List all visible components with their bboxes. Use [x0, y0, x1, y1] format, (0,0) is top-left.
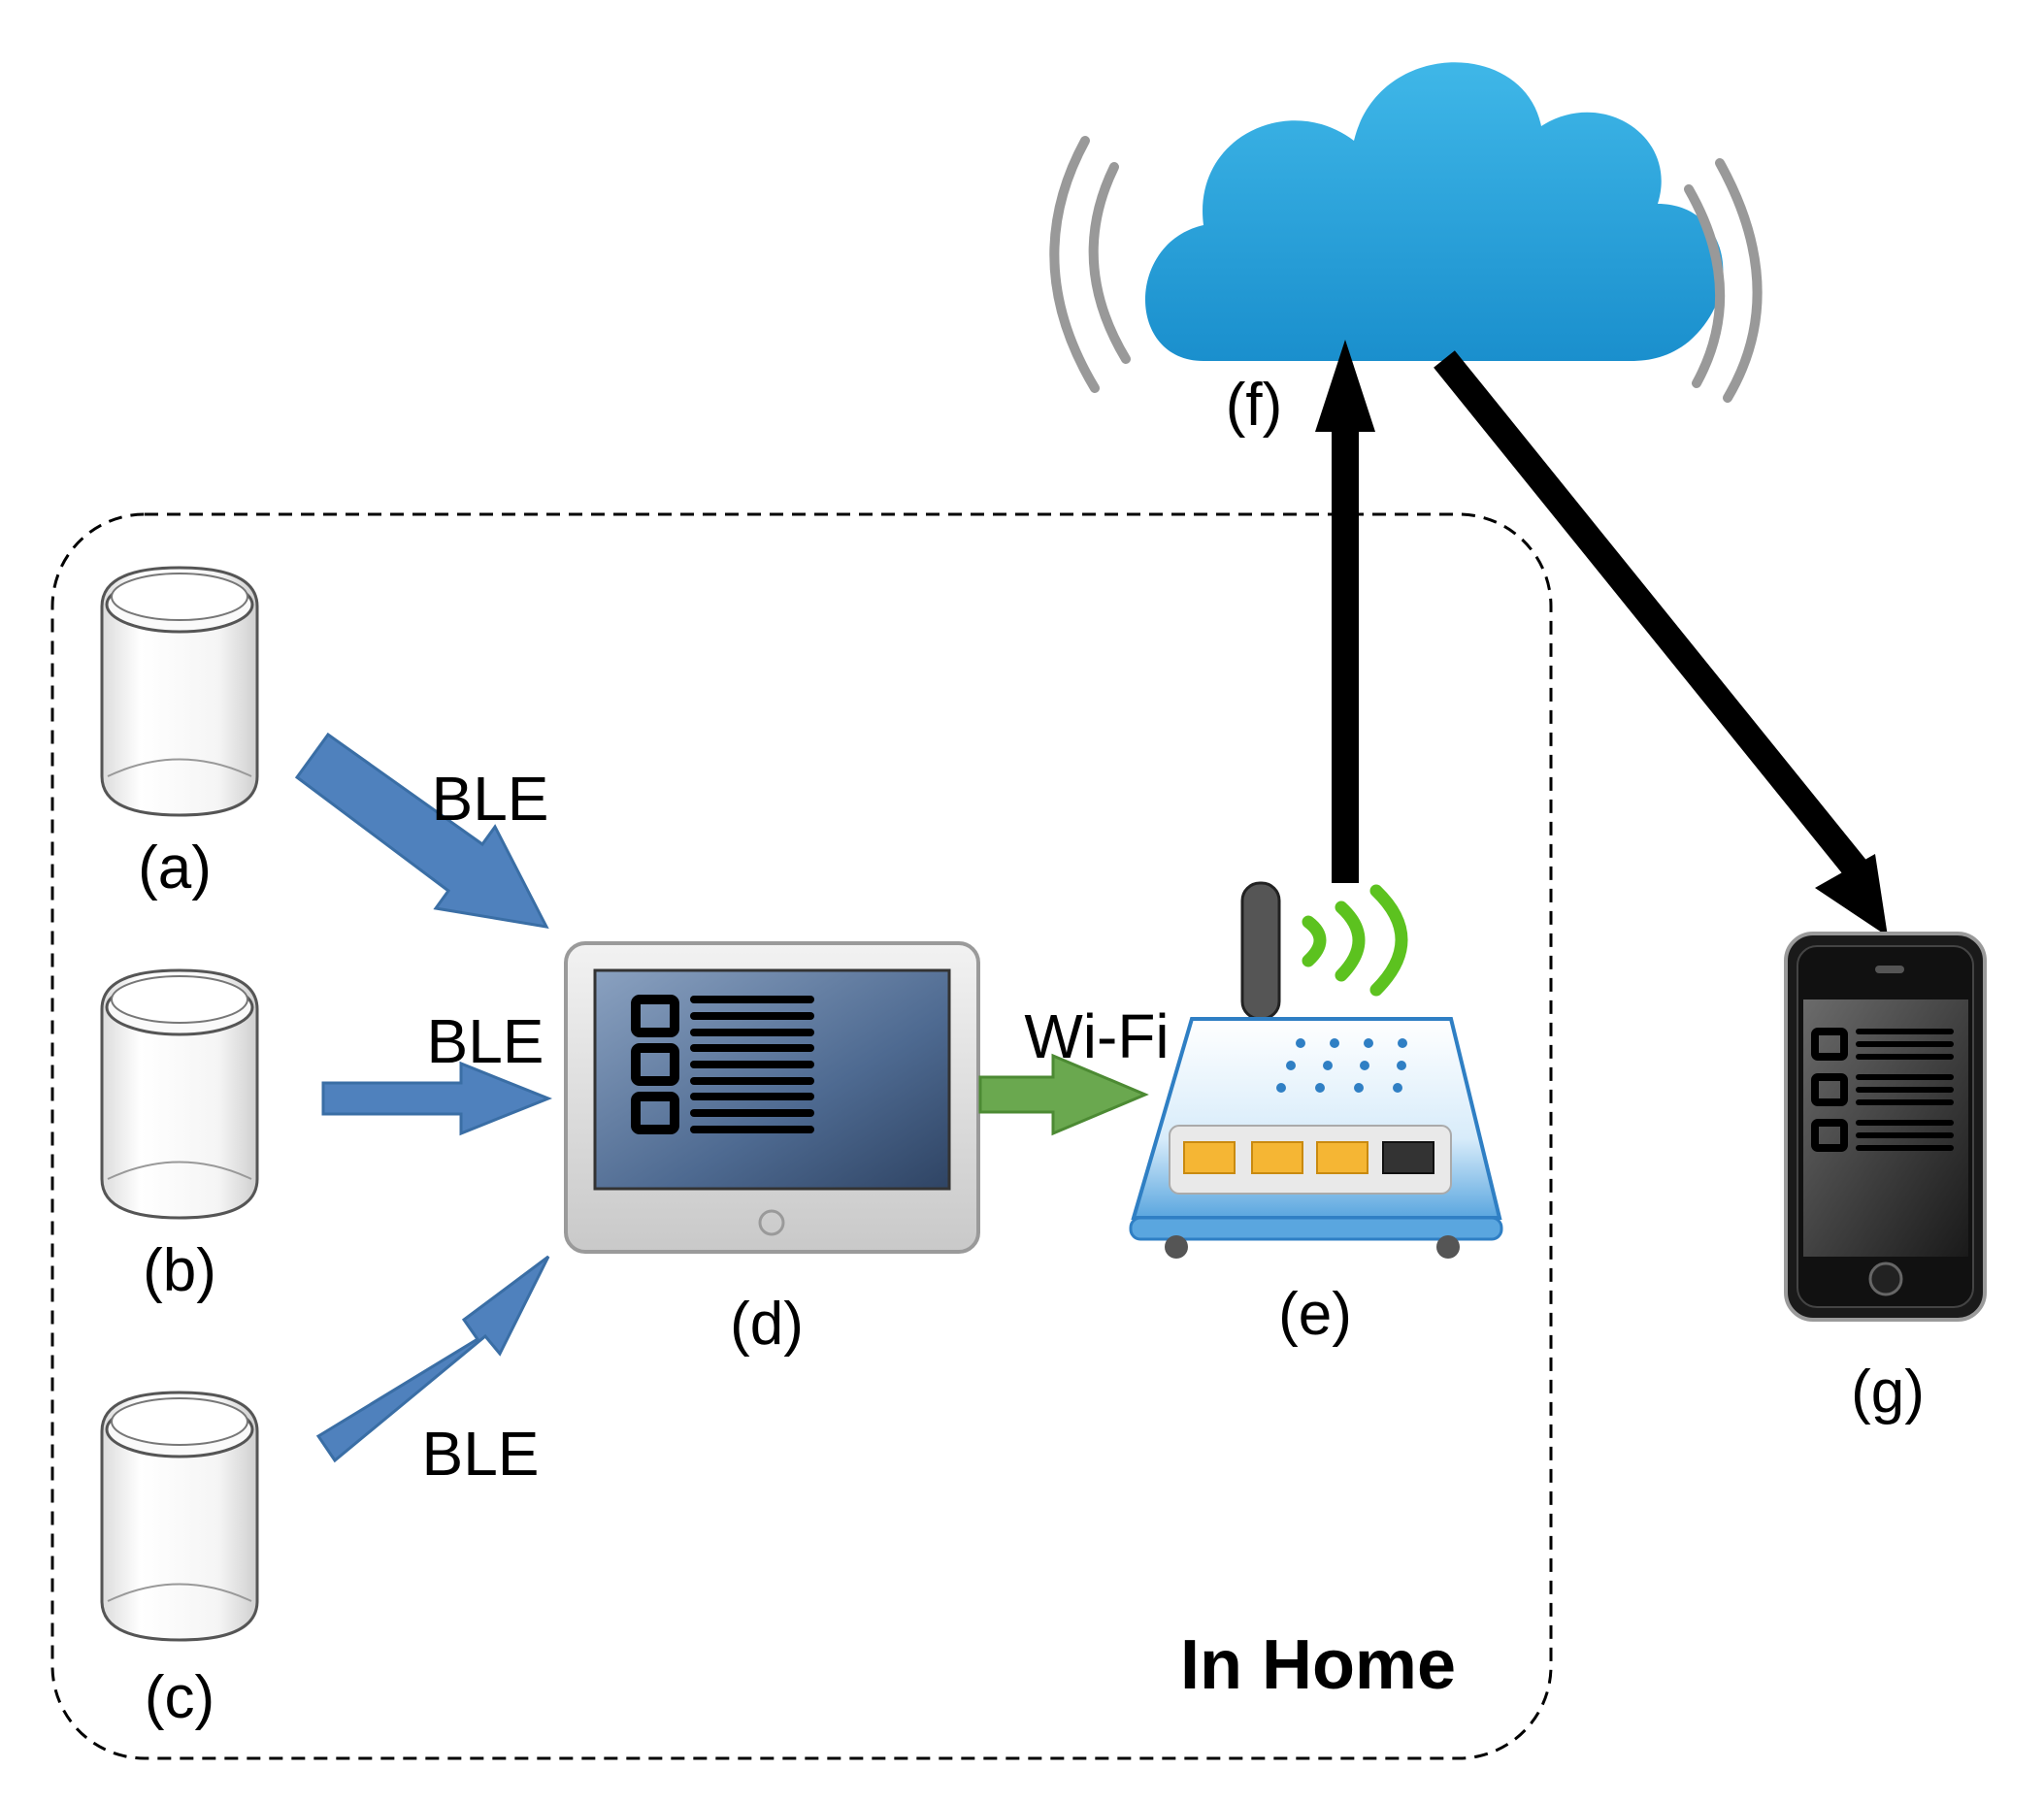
- cloud-server: [1049, 62, 1763, 403]
- sensor-jar-b: [100, 968, 259, 1220]
- label-d: (d): [730, 1291, 804, 1358]
- list-lines: [690, 996, 814, 1133]
- router-port-1: [1183, 1141, 1236, 1174]
- phone-list-icon: [1811, 1028, 1848, 1152]
- phone-list-lines: [1856, 1029, 1954, 1151]
- ble-label-1: BLE: [432, 764, 549, 834]
- ble-arrow-b: [321, 1061, 553, 1136]
- router-to-cloud-arrow: [1315, 340, 1375, 883]
- label-g: (g): [1851, 1359, 1925, 1425]
- ble-label-2: BLE: [427, 1006, 544, 1076]
- phone-home-button: [1868, 1261, 1903, 1296]
- label-c: (c): [145, 1664, 214, 1731]
- cloud-to-phone-arrow: [1434, 350, 1888, 936]
- ble-label-3: BLE: [422, 1419, 540, 1489]
- ble-arrow-a: [294, 732, 549, 929]
- sensor-jar-a: [100, 566, 259, 817]
- in-home-label: In Home: [1180, 1626, 1456, 1704]
- wifi-arrow: [978, 1053, 1149, 1136]
- router-vent-dots: [1276, 1038, 1407, 1093]
- cloud-signal-left-icon: [1049, 136, 1131, 393]
- label-e: (e): [1278, 1281, 1352, 1348]
- ble-arrow-c: [315, 1255, 550, 1463]
- router-port-2: [1251, 1141, 1303, 1174]
- router-port-4: [1382, 1141, 1434, 1174]
- router-port-3: [1316, 1141, 1368, 1174]
- hub-monitor: [564, 941, 980, 1254]
- wifi-signal-icon: [1302, 884, 1408, 997]
- label-a: (a): [138, 835, 212, 901]
- label-b: (b): [143, 1237, 216, 1304]
- sensor-jar-c: [100, 1391, 259, 1642]
- label-f: (f): [1226, 372, 1283, 439]
- wifi-router: [1129, 881, 1503, 1259]
- wifi-label: Wi-Fi: [1024, 1001, 1169, 1071]
- in-home-boundary: [50, 512, 1553, 1760]
- list-icon: [631, 995, 679, 1134]
- cloud-signal-right-icon: [1684, 158, 1763, 403]
- smartphone: [1784, 932, 1987, 1322]
